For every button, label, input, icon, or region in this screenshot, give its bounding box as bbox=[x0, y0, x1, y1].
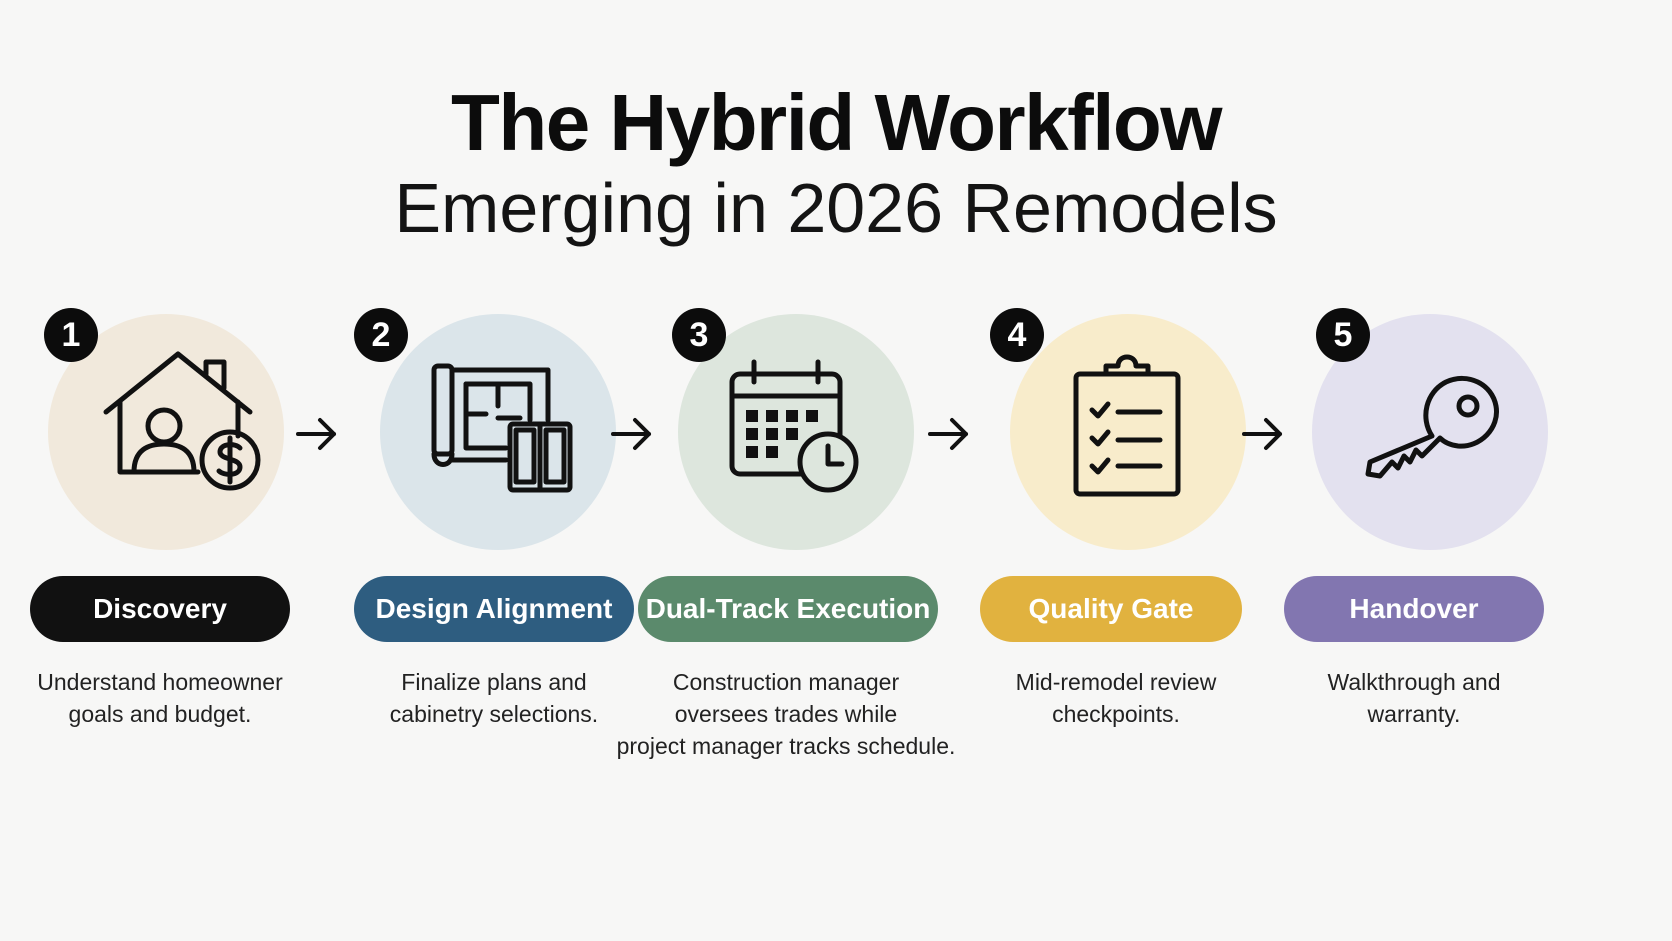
calendar-clock-icon bbox=[729, 359, 859, 493]
step-2-circle bbox=[380, 314, 616, 550]
step-3-description: Construction manager oversees trades whi… bbox=[616, 669, 956, 759]
arrow-right-icon bbox=[926, 414, 976, 454]
step-3-label-pill: Dual-Track Execution bbox=[638, 576, 938, 642]
step-2-description: Finalize plans and cabinetry selections. bbox=[389, 669, 599, 727]
step-design-alignment: 2 Design Alignment Finalize plans and ca… bbox=[354, 300, 684, 760]
step-3-number-badge: 3 bbox=[672, 308, 726, 362]
step-quality-gate: 4 Quality Gate Mid-remodel review checkp… bbox=[980, 300, 1316, 760]
step-1-number-badge: 1 bbox=[44, 308, 98, 362]
step-5-description: Walkthrough and warranty. bbox=[1327, 669, 1501, 727]
step-1-circle bbox=[48, 314, 284, 550]
step-dual-track-execution: 3 Dual-Track Execution Construction mana… bbox=[617, 300, 982, 760]
clipboard-checklist-icon bbox=[1073, 354, 1181, 497]
blueprint-cabinet-icon bbox=[431, 363, 573, 493]
step-1-label-pill: Discovery bbox=[30, 576, 290, 642]
key-icon bbox=[1365, 375, 1499, 479]
subtitle: Emerging in 2026 Remodels bbox=[394, 169, 1278, 247]
step-2-number-badge: 2 bbox=[354, 308, 408, 362]
step-4-number-badge: 4 bbox=[990, 308, 1044, 362]
step-discovery: 1 Discovery Understand homeowner goals a… bbox=[30, 300, 360, 760]
step-4-label-pill: Quality Gate bbox=[980, 576, 1242, 642]
house-person-dollar-icon bbox=[103, 351, 261, 491]
step-5-number-badge: 5 bbox=[1316, 308, 1370, 362]
arrow-right-icon bbox=[1240, 414, 1290, 454]
step-5-label-pill: Handover bbox=[1284, 576, 1544, 642]
step-handover: 5 Handover Walkthrough and warranty. bbox=[1284, 300, 1628, 760]
step-4-circle bbox=[1010, 314, 1246, 550]
title: The Hybrid Workflow bbox=[450, 78, 1223, 167]
step-2-label-pill: Design Alignment bbox=[354, 576, 634, 642]
arrow-right-icon bbox=[609, 414, 659, 454]
step-1-description: Understand homeowner goals and budget. bbox=[37, 669, 283, 727]
step-4-description: Mid-remodel review checkpoints. bbox=[1015, 669, 1217, 727]
arrow-right-icon bbox=[294, 414, 344, 454]
